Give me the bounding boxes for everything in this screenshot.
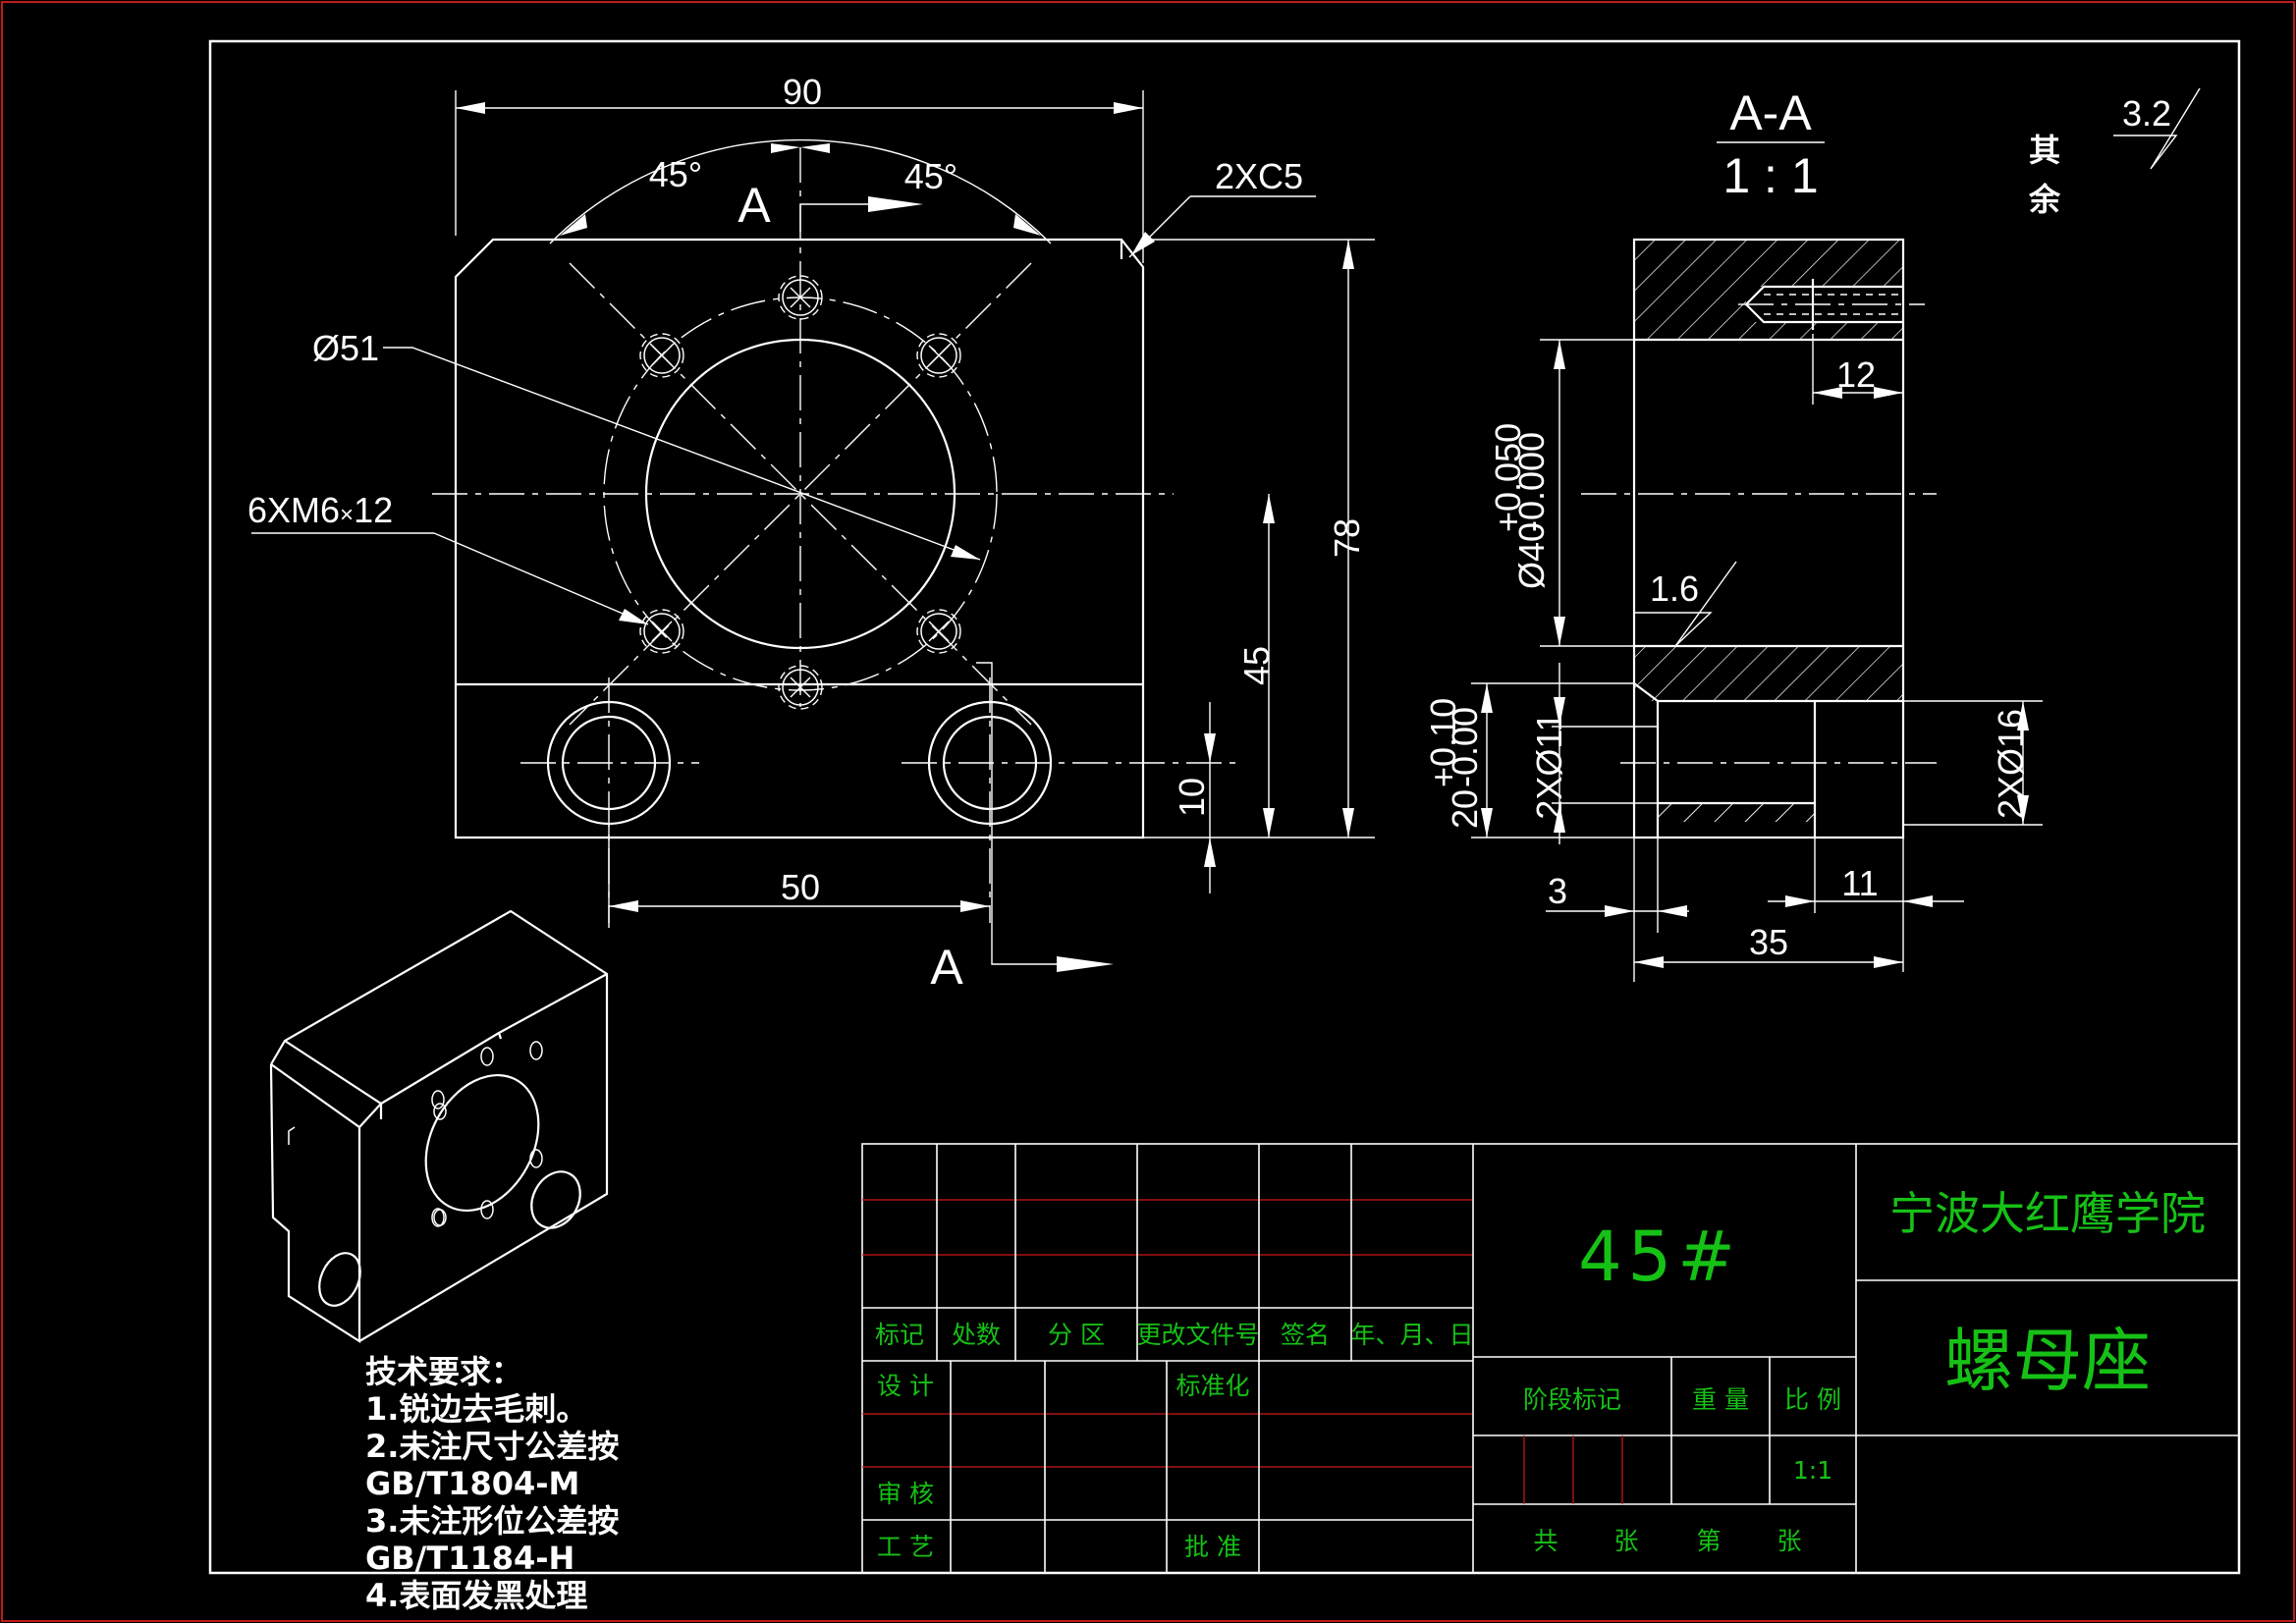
approve-label: 批 准 [1184, 1533, 1241, 1561]
sheet-no-label: 第 [1696, 1527, 1721, 1555]
design-label: 设 计 [877, 1372, 934, 1400]
dim-slot-tol-upper: +0.10 [1423, 698, 1463, 787]
section-outline [1632, 238, 1905, 839]
dim-hole-center: 45 [1236, 646, 1277, 685]
mounting-hole-right [902, 677, 1237, 923]
scale-value: 1:1 [1793, 1456, 1832, 1485]
material: 45# [1578, 1217, 1741, 1297]
scale-label: 比 例 [1784, 1385, 1841, 1414]
section-mark-top: A [738, 178, 771, 233]
thread-hole [778, 275, 823, 320]
pcd-label: Ø51 [312, 328, 379, 368]
header-signature: 签名 [1281, 1321, 1330, 1349]
thread-holes [639, 275, 961, 710]
header-zone: 分 区 [1048, 1321, 1105, 1349]
tech-note-line: GB/T1184-H [365, 1540, 574, 1577]
header-mark: 标记 [875, 1321, 924, 1349]
sheet-unit-2: 张 [1777, 1527, 1801, 1555]
dim-counterbore: 2XØ16 [1991, 709, 2031, 819]
dim-counterbore-depth: 11 [1841, 863, 1878, 903]
dim-bore: Ø40 [1511, 522, 1552, 589]
dim-width: 90 [783, 72, 822, 112]
roughness-value: 3.2 [2122, 93, 2171, 134]
front-view-outline [454, 238, 1145, 839]
process-label: 工 艺 [877, 1533, 934, 1561]
roughness-remark-1: 其 [2029, 132, 2060, 169]
tech-note-line: GB/T1804-M [365, 1465, 579, 1502]
roughness-note: 3.2 其 余 [2028, 87, 2201, 218]
title-block: 45# 宁波大红鹰学院 螺母座 标记 处数 分 区 更改文件号 签名 年、月、日… [861, 1143, 2240, 1574]
header-date: 年、月、日 [1350, 1321, 1473, 1349]
school-name: 宁波大红鹰学院 [1889, 1187, 2206, 1240]
dim-hole: 2XØ11 [1529, 712, 1569, 819]
tech-notes-title: 技术要求： [365, 1353, 522, 1390]
front-view: 90 45° 45° A 2XC5 Ø51 6XM6×12 78 [247, 72, 1375, 995]
weight-label: 重 量 [1692, 1385, 1749, 1414]
section-mark-bottom: A [930, 940, 963, 995]
dim-slot: 20 [1445, 789, 1485, 829]
thread-note: 6XM6×12 [247, 490, 393, 530]
mounting-hole-left [520, 677, 699, 923]
thread-hole [778, 665, 823, 710]
tech-notes: 技术要求： 1.锐边去毛刺。 2.未注尺寸公差按 GB/T1804-M 3.未注… [365, 1353, 619, 1614]
dim-slot-tol-lower: -0.00 [1445, 707, 1485, 787]
thread-hole [639, 609, 684, 654]
isometric-view [269, 909, 609, 1344]
angle-left: 45° [649, 154, 702, 194]
tech-note-line: 2.未注尺寸公差按 [365, 1428, 619, 1465]
dim-step: 3 [1548, 871, 1567, 911]
roughness-remark-2: 余 [2028, 181, 2061, 218]
thread-hole [916, 609, 961, 654]
sheet-total-label: 共 [1533, 1527, 1558, 1555]
angle-right: 45° [904, 156, 957, 196]
tech-note-line: 3.未注形位公差按 [365, 1502, 619, 1540]
chamfer-note: 2XC5 [1215, 156, 1303, 196]
stage-mark-label: 阶段标记 [1523, 1385, 1621, 1414]
section-view: A-A 1 : 1 12 [1423, 85, 2043, 982]
dim-height: 78 [1327, 518, 1367, 558]
review-label: 审 核 [877, 1480, 934, 1508]
section-title: A-A [1729, 85, 1812, 140]
dim-base-height: 10 [1172, 778, 1212, 817]
dim-hole-spacing: 50 [781, 867, 820, 907]
tech-note-line: 4.表面发黑处理 [365, 1577, 587, 1614]
section-scale: 1 : 1 [1722, 148, 1818, 203]
roughness-bore: 1.6 [1650, 568, 1699, 609]
dim-bore-tol-lower: -0.000 [1511, 432, 1552, 532]
hatch-mid [1634, 646, 1903, 701]
part-name: 螺母座 [1944, 1321, 2151, 1401]
sheet-unit-1: 张 [1613, 1527, 1638, 1555]
dim-total-width: 35 [1749, 922, 1788, 962]
bore-circle [644, 338, 957, 650]
tech-note-line: 1.锐边去毛刺。 [365, 1390, 587, 1428]
dim-thread-depth: 12 [1836, 354, 1876, 395]
standardization-label: 标准化 [1175, 1372, 1249, 1400]
dim-bore-tol-upper: +0.050 [1488, 423, 1528, 532]
header-doc: 更改文件号 [1136, 1321, 1259, 1349]
header-count: 处数 [952, 1321, 1001, 1349]
